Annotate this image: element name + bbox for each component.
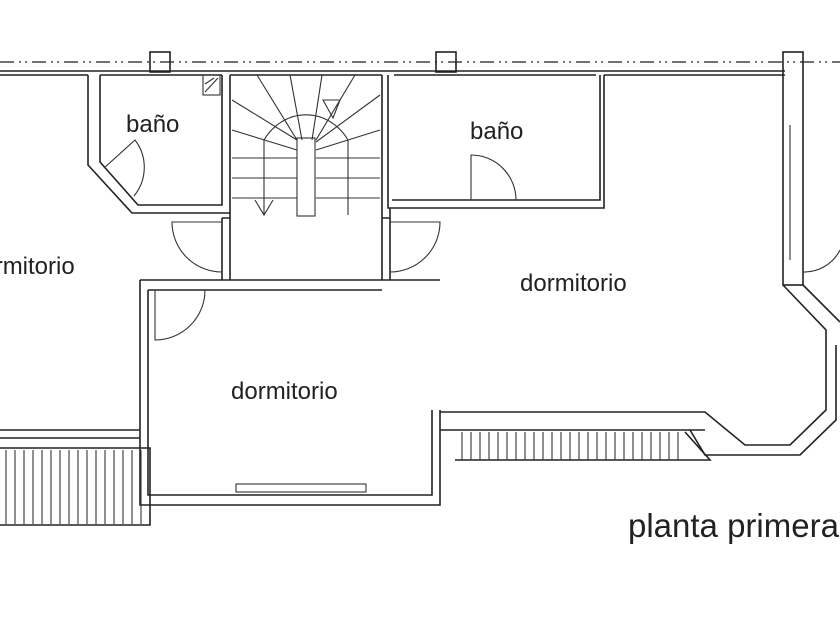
room-label-dormitorio-center: dormitorio	[231, 378, 338, 405]
room-label-dormitorio-left: dormitorio	[0, 253, 75, 280]
room-label-bano-right: baño	[470, 118, 523, 145]
walls	[0, 51, 840, 526]
plan-title: planta primera	[628, 507, 840, 544]
room-label-bano-left: baño	[126, 111, 179, 138]
room-label-dormitorio-right: dormitorio	[520, 270, 627, 297]
